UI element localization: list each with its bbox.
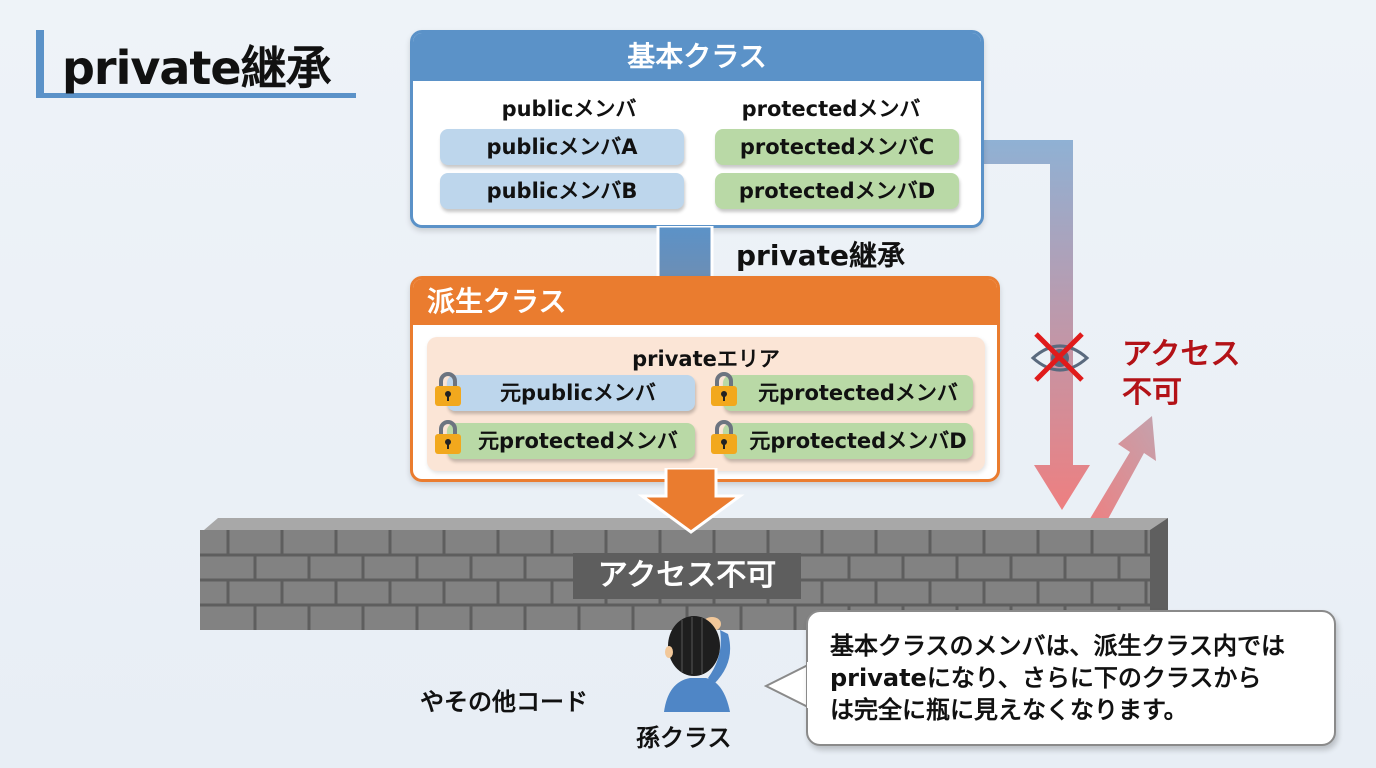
lock-icon (435, 420, 461, 454)
protected-member-d: protectedメンバD (715, 173, 959, 209)
protected-member-c: protectedメンバC (715, 129, 959, 165)
derived-to-wall-arrow (637, 468, 745, 534)
lock-icon (435, 372, 461, 406)
side-access-denied-line1: アクセス (1122, 337, 1241, 372)
bubble-line-3: は完全に瓶に見えなくなります。 (830, 696, 1188, 724)
grandchild-class-label: 孫クラス (636, 724, 732, 752)
derived-member-2: 元protectedメンバ (723, 375, 973, 411)
protected-members-heading: protectedメンバ (741, 97, 921, 121)
hidden-eye-icon (1030, 332, 1090, 382)
speech-bubble-tail (764, 662, 811, 710)
lock-icon (711, 372, 737, 406)
bubble-tail-join (807, 662, 813, 708)
other-code-label: やその他コード (420, 688, 588, 716)
down-arrow-shape (980, 140, 1090, 510)
base-class-header: 基本クラス (413, 33, 981, 81)
grandchild-person-icon (664, 616, 731, 712)
base-class-box: 基本クラス publicメンバ protectedメンバ publicメンバA … (410, 30, 984, 228)
inheritance-type-label: private継承 (736, 239, 905, 272)
lock-icon (711, 420, 737, 454)
derived-class-box: 派生クラス privateエリア 元publicメンバ 元protectedメン… (410, 276, 1000, 482)
bubble-line-1: 基本クラスのメンバは、派生クラス内では (830, 632, 1286, 660)
private-area: privateエリア 元publicメンバ 元protectedメンバ 元pro… (427, 337, 985, 471)
derived-member-3: 元protectedメンバ (447, 423, 695, 459)
public-members-heading: publicメンバ (501, 97, 637, 121)
private-area-title: privateエリア (632, 347, 780, 371)
title-underline (36, 30, 356, 98)
public-member-b: publicメンバB (440, 173, 684, 209)
derived-member-1: 元publicメンバ (447, 375, 695, 411)
derived-member-4: 元protectedメンバD (723, 423, 973, 459)
blocked-access-arrow (980, 140, 1156, 530)
side-access-denied-label: アクセス 不可 (1122, 336, 1241, 412)
side-access-denied-line2: 不可 (1122, 375, 1182, 410)
bubble-line-2: privateになり、さらに下のクラスから (830, 664, 1262, 692)
up-arrow-shape (1088, 416, 1156, 530)
explanation-bubble: 基本クラスのメンバは、派生クラス内では privateになり、さらに下のクラスか… (806, 610, 1336, 746)
page-title: private継承 (62, 41, 332, 95)
public-member-a: publicメンバA (440, 129, 684, 165)
derived-class-header: 派生クラス (413, 279, 997, 325)
wall-access-denied-label: アクセス不可 (573, 553, 801, 599)
